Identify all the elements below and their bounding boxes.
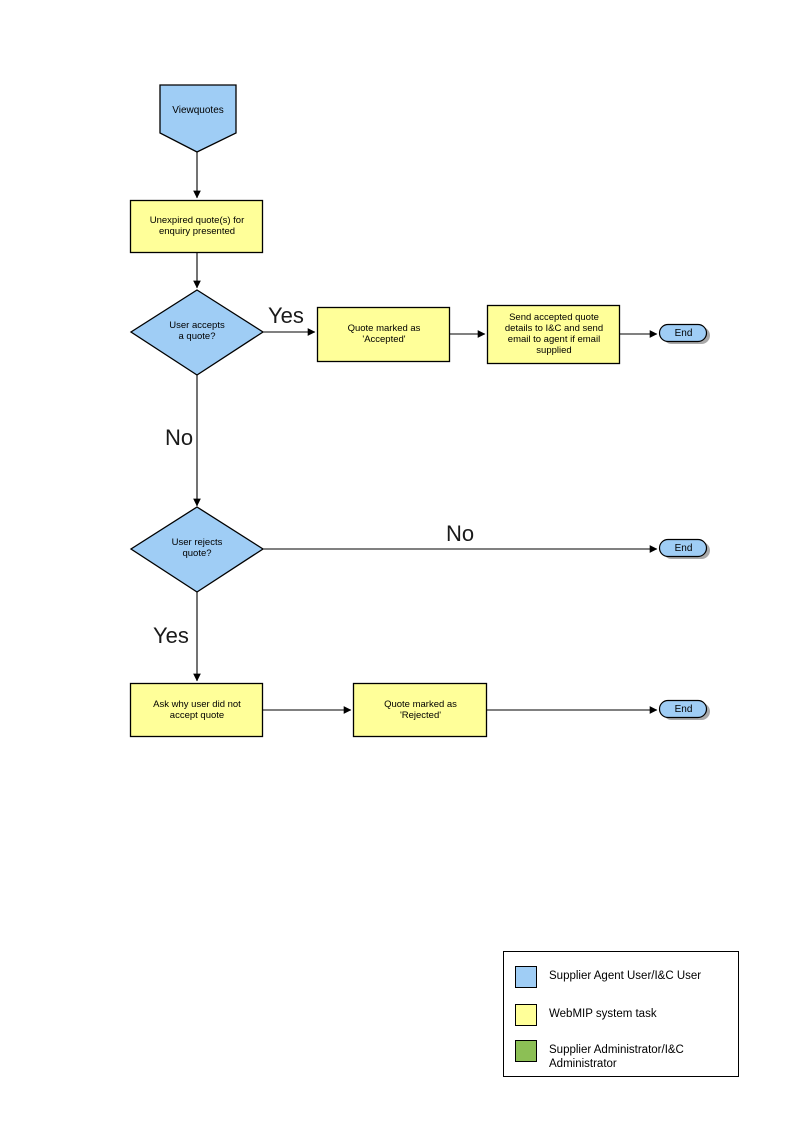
node-end-3[interactable] <box>658 699 708 719</box>
node-start-viewquotes[interactable] <box>159 84 237 153</box>
legend-swatch-yellow <box>515 1004 537 1026</box>
legend-box: Supplier Agent User/I&C User WebMIP syst… <box>503 951 739 1077</box>
legend-swatch-blue <box>515 966 537 988</box>
legend-label-webmip-task: WebMIP system task <box>549 1008 657 1020</box>
legend-item-supplier-agent: Supplier Agent User/I&C User <box>515 966 701 988</box>
branch-label-no-rejects: No <box>446 521 475 546</box>
node-end-1[interactable] <box>658 323 708 343</box>
node-quote-marked-accepted[interactable] <box>316 306 451 363</box>
branch-label-yes-rejects: Yes <box>153 623 189 648</box>
node-ask-why-not-accept[interactable] <box>129 682 264 738</box>
node-send-accepted-details[interactable] <box>486 304 621 365</box>
legend-item-webmip-task: WebMIP system task <box>515 1004 657 1026</box>
connector-group <box>193 152 658 714</box>
node-end-2[interactable] <box>658 538 708 558</box>
legend-swatch-green <box>515 1040 537 1062</box>
node-decision-user-rejects[interactable] <box>129 506 265 593</box>
shape-shadows <box>663 327 710 720</box>
legend-item-supplier-admin: Supplier Administrator/I&C Administrator <box>515 1040 684 1072</box>
node-quote-marked-rejected[interactable] <box>352 682 488 738</box>
branch-label-yes-accepts: Yes <box>268 303 304 328</box>
branch-label-no-accepts: No <box>165 425 194 450</box>
node-decision-user-accepts[interactable] <box>129 289 265 376</box>
legend-label-supplier-admin: Supplier Administrator/I&C Administrator <box>549 1044 684 1071</box>
node-unexpired-quotes[interactable] <box>129 199 264 254</box>
legend-label-supplier-agent: Supplier Agent User/I&C User <box>549 970 702 982</box>
